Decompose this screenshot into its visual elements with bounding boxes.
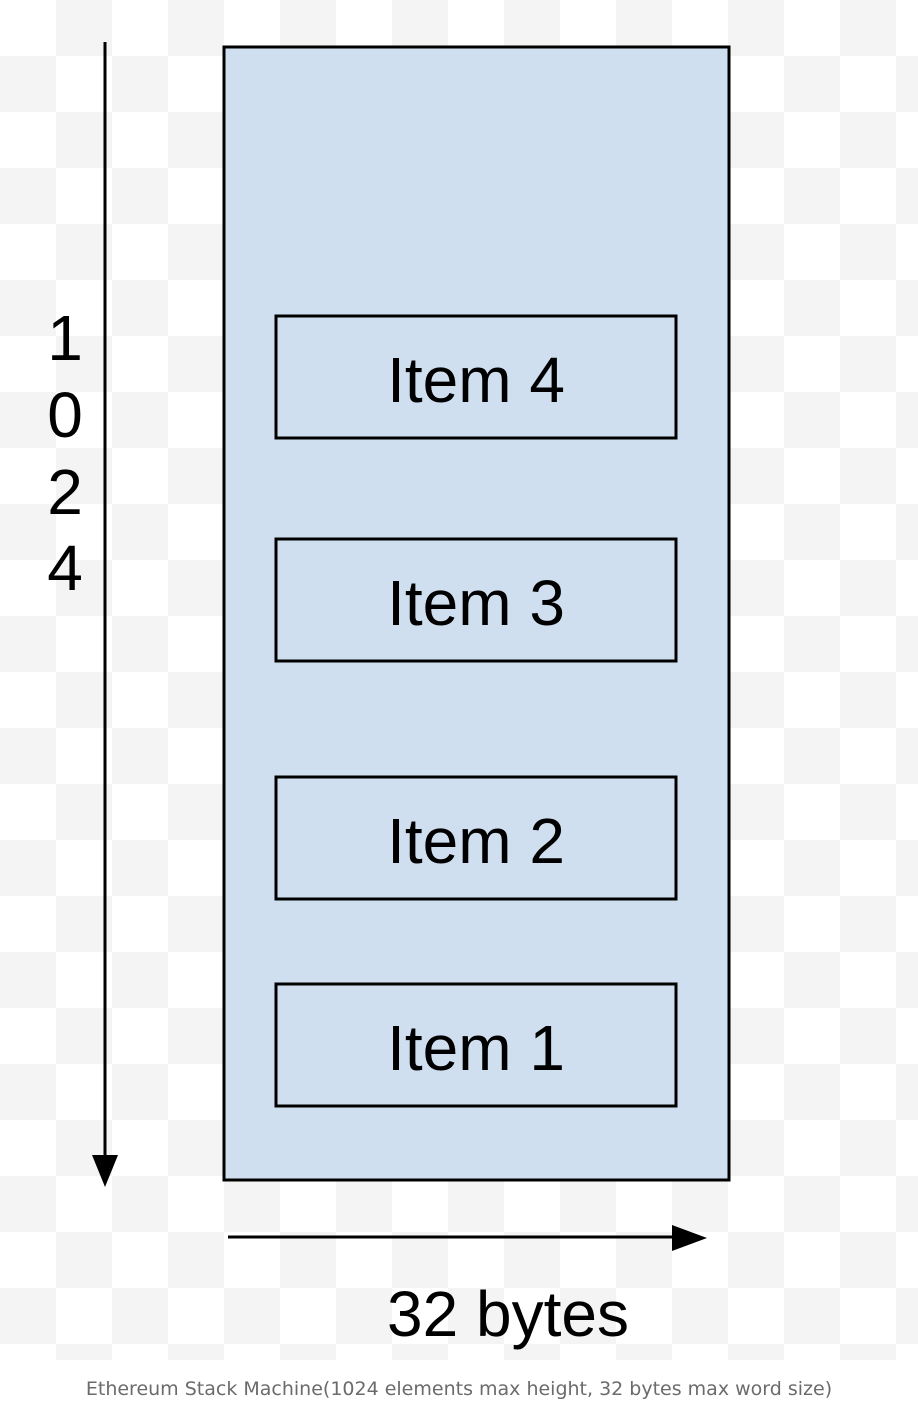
stack-item: Item 1 (274, 982, 678, 1108)
stack-diagram: 1 0 2 4 Item 4 Item 3 Item 2 Item 1 32 b… (47, 42, 731, 1350)
stack-item: Item 3 (274, 537, 678, 663)
height-label-char: 2 (47, 456, 83, 528)
stack-item-label: Item 3 (387, 567, 565, 639)
stack-item: Item 4 (274, 314, 678, 440)
height-label-char: 0 (47, 379, 83, 451)
stack-item-label: Item 4 (387, 344, 565, 416)
height-label-char: 1 (47, 302, 83, 374)
width-label: 32 bytes (387, 1278, 629, 1350)
stack-item: Item 2 (274, 775, 678, 901)
stack-item-label: Item 1 (387, 1012, 565, 1084)
width-arrow-head (672, 1225, 707, 1251)
height-arrow-head (92, 1155, 118, 1187)
figure-caption: Ethereum Stack Machine(1024 elements max… (85, 1378, 833, 1400)
height-label-char: 4 (47, 532, 83, 604)
stack-item-label: Item 2 (387, 805, 565, 877)
